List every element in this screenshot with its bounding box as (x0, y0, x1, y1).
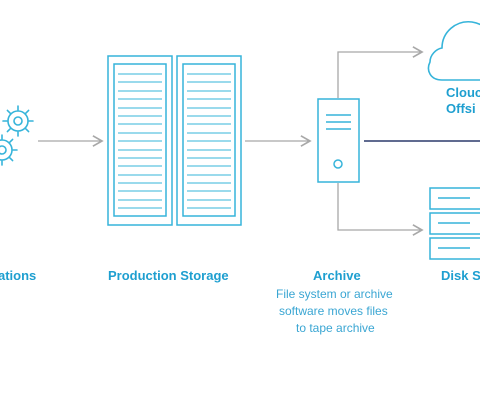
archive-description-line-3: to tape archive (296, 321, 375, 335)
storage-rack-lines (118, 73, 231, 209)
cloud-label-line-2: Offsi (446, 101, 476, 116)
server-icon (317, 98, 360, 183)
cloud-label-line-1: Clouc (446, 85, 480, 100)
disk-label: Disk S (441, 268, 480, 283)
cloud-icon (427, 21, 480, 81)
arrow-archive-to-cloud (337, 46, 424, 98)
applications-label: ations (0, 268, 37, 283)
gears-icon (0, 105, 34, 166)
archive-label: Archive (313, 268, 361, 283)
archive-description-line-2: software moves files (279, 304, 388, 318)
production-storage-label: Production Storage (108, 268, 229, 283)
disk-array-icon (429, 187, 480, 260)
arrow-archive-to-disk (337, 183, 424, 236)
archive-description-line-1: File system or archive (276, 287, 393, 301)
